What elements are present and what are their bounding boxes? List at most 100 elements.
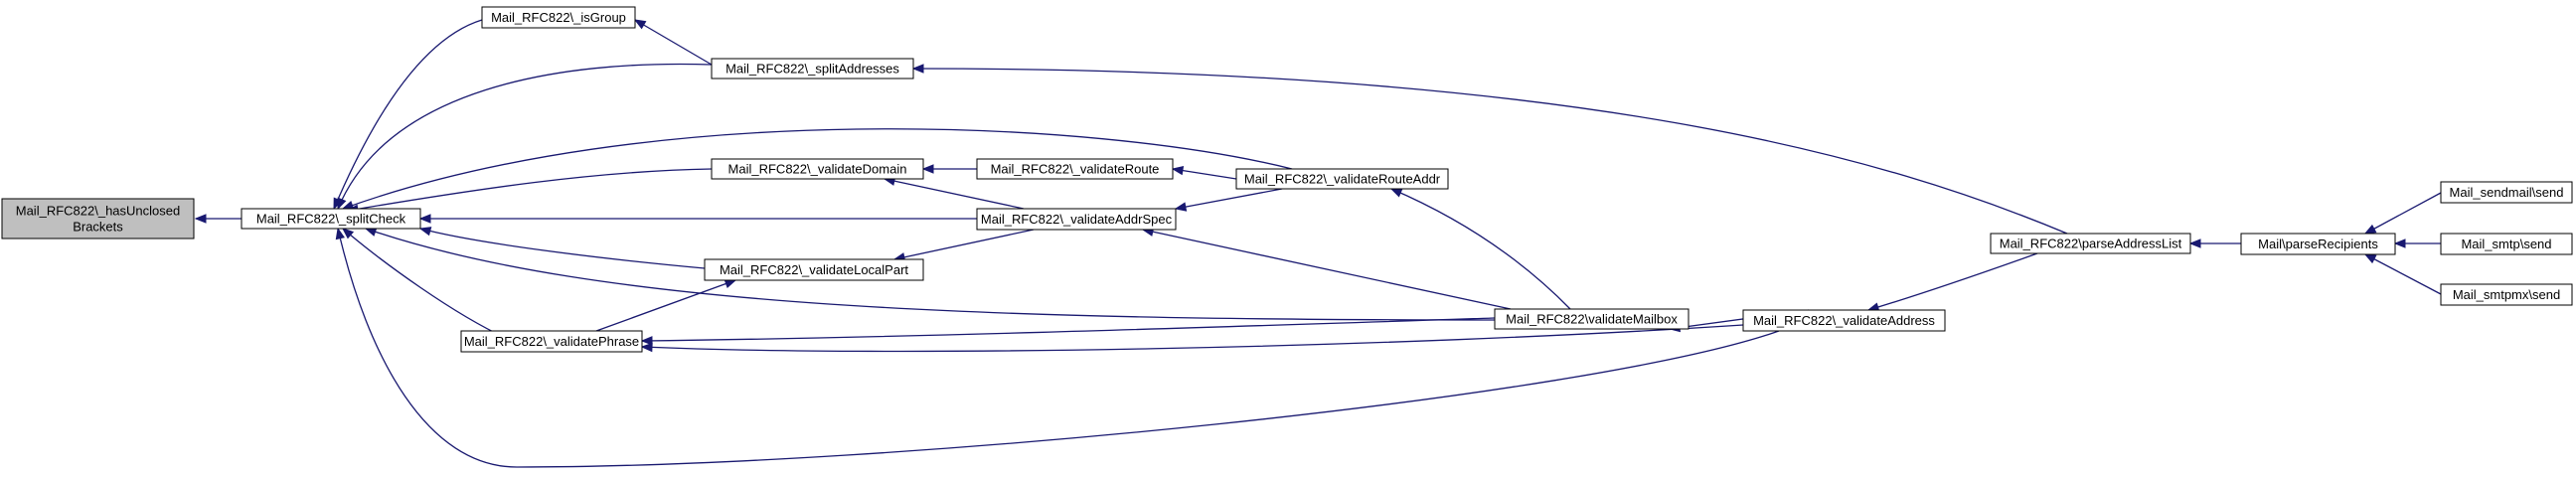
node-parseRecipients[interactable]: Mail\parseRecipients (2240, 233, 2396, 255)
edge-validateRouteAddr-to-validateAddrSpec (1174, 188, 1283, 212)
edge-validateMailbox-to-validateAddrSpec (1141, 227, 1512, 310)
edge-validateMailbox-to-validateRouteAddr (1389, 188, 1571, 310)
node-box (1742, 309, 1946, 332)
node-parseAddressList[interactable]: Mail_RFC822\parseAddressList (1990, 233, 2191, 254)
node-box (2440, 283, 2573, 306)
arrowhead (921, 164, 934, 174)
node-box (711, 58, 914, 80)
node-validateMailbox[interactable]: Mail_RFC822\validateMailbox (1494, 308, 1690, 330)
edge-line (1390, 188, 1571, 310)
edge-validatePhrase-to-validateLocalPart (595, 279, 737, 332)
arrowhead (341, 228, 355, 239)
edge-line (641, 324, 1744, 353)
node-label: Mail_RFC822\_validateAddress (1753, 313, 1935, 328)
node-box (2240, 233, 2396, 255)
arrowhead (1389, 188, 1403, 198)
node-label: Mail_RFC822\_validateDomain (728, 162, 907, 177)
edge-splitAddresses-to-splitCheck (337, 63, 713, 211)
node-validateLocalPart[interactable]: Mail_RFC822\_validateLocalPart (704, 258, 924, 281)
node-box (1494, 308, 1690, 330)
edge-validateAddress-to-splitCheck (335, 227, 1780, 468)
node-label: Mail_RFC822\_validateLocalPart (720, 262, 908, 277)
edge-validateLocalPart-to-splitCheck (418, 227, 706, 269)
edge-validateAddrSpec-to-validateDomain (883, 176, 1025, 210)
edge-line (342, 128, 1293, 210)
node-isGroup[interactable]: Mail_RFC822\_isGroup (481, 6, 636, 29)
node-label: Mail_smtp\send (2461, 237, 2551, 251)
node-box (976, 208, 1177, 231)
arrowhead (2188, 239, 2201, 248)
node-layer: Mail_RFC822\_hasUnclosedBracketsMail_RFC… (1, 6, 2573, 353)
edge-splitCheck-to-hasUnclosedBrackets (194, 214, 242, 224)
arrowhead (418, 214, 431, 224)
arrowhead (418, 227, 432, 237)
edge-validateMailbox-to-splitCheck (364, 227, 1496, 321)
node-label: Mail_smtpmx\send (2453, 287, 2560, 302)
node-box (460, 330, 643, 353)
node-label: Mail_RFC822\_hasUnclosed (16, 204, 180, 219)
arrowhead (724, 279, 737, 289)
edge-parseAddressList-to-validateAddress (1866, 252, 2038, 312)
edge-validateDomain-to-splitCheck (346, 168, 713, 214)
node-sendmailSend[interactable]: Mail_sendmail\send (2440, 181, 2573, 204)
edge-line (912, 68, 2068, 235)
node-label: Mail_RFC822\_splitAddresses (725, 62, 899, 77)
node-label: Mail_RFC822\parseAddressList (2000, 237, 2182, 251)
arrowhead (640, 336, 653, 346)
edge-parseAddressList-to-splitAddresses (911, 64, 2068, 235)
node-box (704, 258, 924, 281)
edge-line (365, 228, 1496, 321)
arrowhead (194, 214, 207, 224)
node-splitAddresses[interactable]: Mail_RFC822\_splitAddresses (711, 58, 914, 80)
edge-line (595, 279, 736, 332)
node-label: Mail_sendmail\send (2450, 185, 2564, 200)
edge-line (893, 229, 1035, 260)
edge-line (641, 317, 1496, 342)
node-label: Mail_RFC822\_validatePhrase (464, 334, 639, 349)
node-validateAddress[interactable]: Mail_RFC822\_validateAddress (1742, 309, 1946, 332)
edge-line (2364, 253, 2442, 295)
node-label: Mail_RFC822\_validateRouteAddr (1244, 172, 1441, 187)
edge-validateRoute-to-validateDomain (921, 164, 977, 174)
arrowhead (2363, 224, 2377, 235)
edge-line (419, 228, 706, 269)
edge-validateAddrSpec-to-splitCheck (418, 214, 977, 224)
arrowhead (337, 197, 347, 211)
edge-splitAddresses-to-isGroup (633, 19, 713, 66)
node-label: Mail_RFC822\_validateAddrSpec (981, 212, 1173, 227)
edge-validateMailbox-to-validatePhrase (640, 317, 1496, 346)
node-splitCheck[interactable]: Mail_RFC822\_splitCheck (241, 208, 421, 230)
node-box (1, 198, 195, 239)
edge-line (1175, 188, 1283, 210)
node-label: Mail_RFC822\validateMailbox (1506, 312, 1678, 327)
node-box (976, 158, 1174, 180)
node-label: Mail_RFC822\_splitCheck (256, 212, 406, 227)
node-validatePhrase[interactable]: Mail_RFC822\_validatePhrase (460, 330, 643, 353)
edge-line (2364, 192, 2442, 235)
arrowhead (633, 19, 647, 30)
node-smtpmxSend[interactable]: Mail_smtpmx\send (2440, 283, 2573, 306)
edge-line (333, 19, 483, 210)
edge-line (1142, 229, 1512, 310)
node-box (241, 208, 421, 230)
edge-sendmailSend-to-parseRecipients (2363, 192, 2442, 235)
node-validateRouteAddr[interactable]: Mail_RFC822\_validateRouteAddr (1235, 168, 1449, 190)
node-validateAddrSpec[interactable]: Mail_RFC822\_validateAddrSpec (976, 208, 1177, 231)
edge-line (347, 168, 713, 212)
edge-validateRouteAddr-to-validateRoute (1171, 165, 1237, 180)
node-validateRoute[interactable]: Mail_RFC822\_validateRoute (976, 158, 1174, 180)
node-smtpSend[interactable]: Mail_smtp\send (2440, 233, 2573, 255)
node-label: Brackets (73, 220, 123, 235)
arrowhead (2393, 239, 2406, 248)
arrowhead (1171, 165, 1185, 176)
node-box (711, 158, 924, 180)
node-label: Mail_RFC822\_validateRoute (991, 162, 1160, 177)
edge-smtpSend-to-parseRecipients (2393, 239, 2441, 248)
node-box (481, 6, 636, 29)
edge-validateAddress-to-validatePhrase (640, 324, 1744, 353)
edge-layer (194, 19, 2442, 468)
arrowhead (1174, 202, 1188, 212)
node-validateDomain[interactable]: Mail_RFC822\_validateDomain (711, 158, 924, 180)
